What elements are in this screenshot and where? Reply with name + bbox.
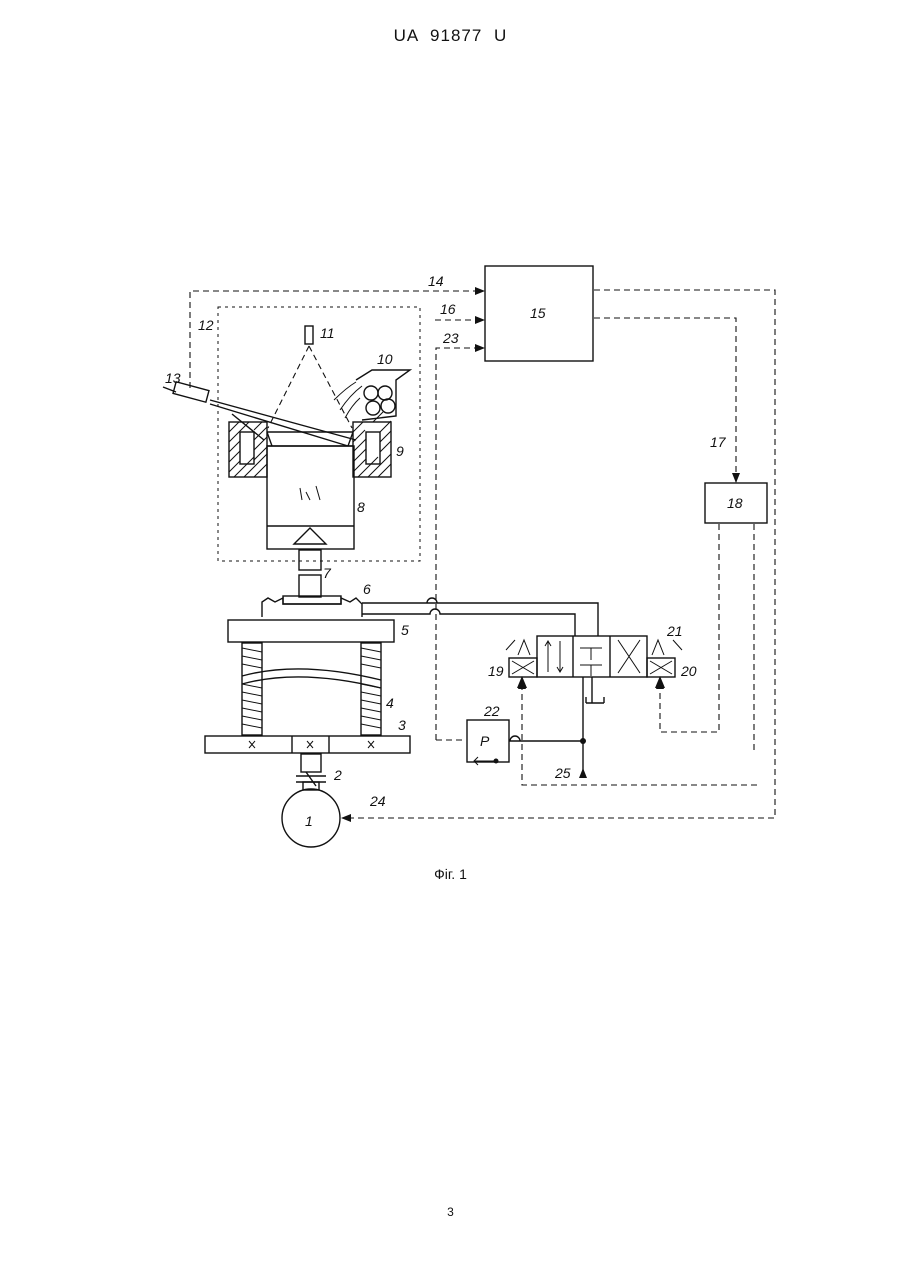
- label-21: 21: [666, 623, 683, 639]
- table-5: [228, 620, 394, 642]
- label-2: 2: [333, 767, 342, 783]
- signal-line-23: [436, 348, 484, 740]
- rod-7: [299, 550, 321, 597]
- directional-valve: [506, 636, 682, 703]
- coupling-2: [296, 754, 326, 790]
- screws-4: [242, 643, 381, 735]
- label-10: 10: [377, 351, 393, 367]
- feeder-10: [334, 370, 410, 420]
- label-8: 8: [357, 499, 365, 515]
- label-23: 23: [442, 330, 459, 346]
- label-5: 5: [401, 622, 409, 638]
- pressure-label: P: [480, 733, 490, 749]
- page-number: 3: [0, 1205, 901, 1219]
- light-beam: [268, 346, 352, 428]
- label-19: 19: [488, 663, 504, 679]
- gearbox-3: [205, 736, 410, 753]
- label-25: 25: [554, 765, 571, 781]
- label-20: 20: [680, 663, 697, 679]
- label-13: 13: [165, 370, 181, 386]
- light-source-11: [305, 326, 313, 344]
- label-7: 7: [323, 565, 332, 581]
- label-1: 1: [305, 813, 313, 829]
- pressure-sensor-22: P: [467, 720, 509, 765]
- label-15: 15: [530, 305, 546, 321]
- punch-8: [267, 446, 354, 549]
- label-14: 14: [428, 273, 444, 289]
- signal-line-24: [342, 290, 775, 818]
- label-3: 3: [398, 717, 406, 733]
- camera-13: [163, 382, 356, 446]
- label-16: 16: [440, 301, 456, 317]
- die-9: [229, 412, 391, 477]
- label-17: 17: [710, 434, 727, 450]
- label-11: 11: [320, 325, 335, 341]
- figure-caption: Фіг. 1: [0, 866, 901, 882]
- label-24: 24: [369, 793, 386, 809]
- label-4: 4: [386, 695, 394, 711]
- label-12: 12: [198, 317, 214, 333]
- signal-line-17: [594, 318, 736, 482]
- slide-6: [262, 596, 362, 617]
- label-9: 9: [396, 443, 404, 459]
- label-6: 6: [363, 581, 371, 597]
- label-22: 22: [483, 703, 500, 719]
- hydraulic-lines: [362, 598, 598, 778]
- label-18: 18: [727, 495, 743, 511]
- enclosure-12: [218, 307, 420, 561]
